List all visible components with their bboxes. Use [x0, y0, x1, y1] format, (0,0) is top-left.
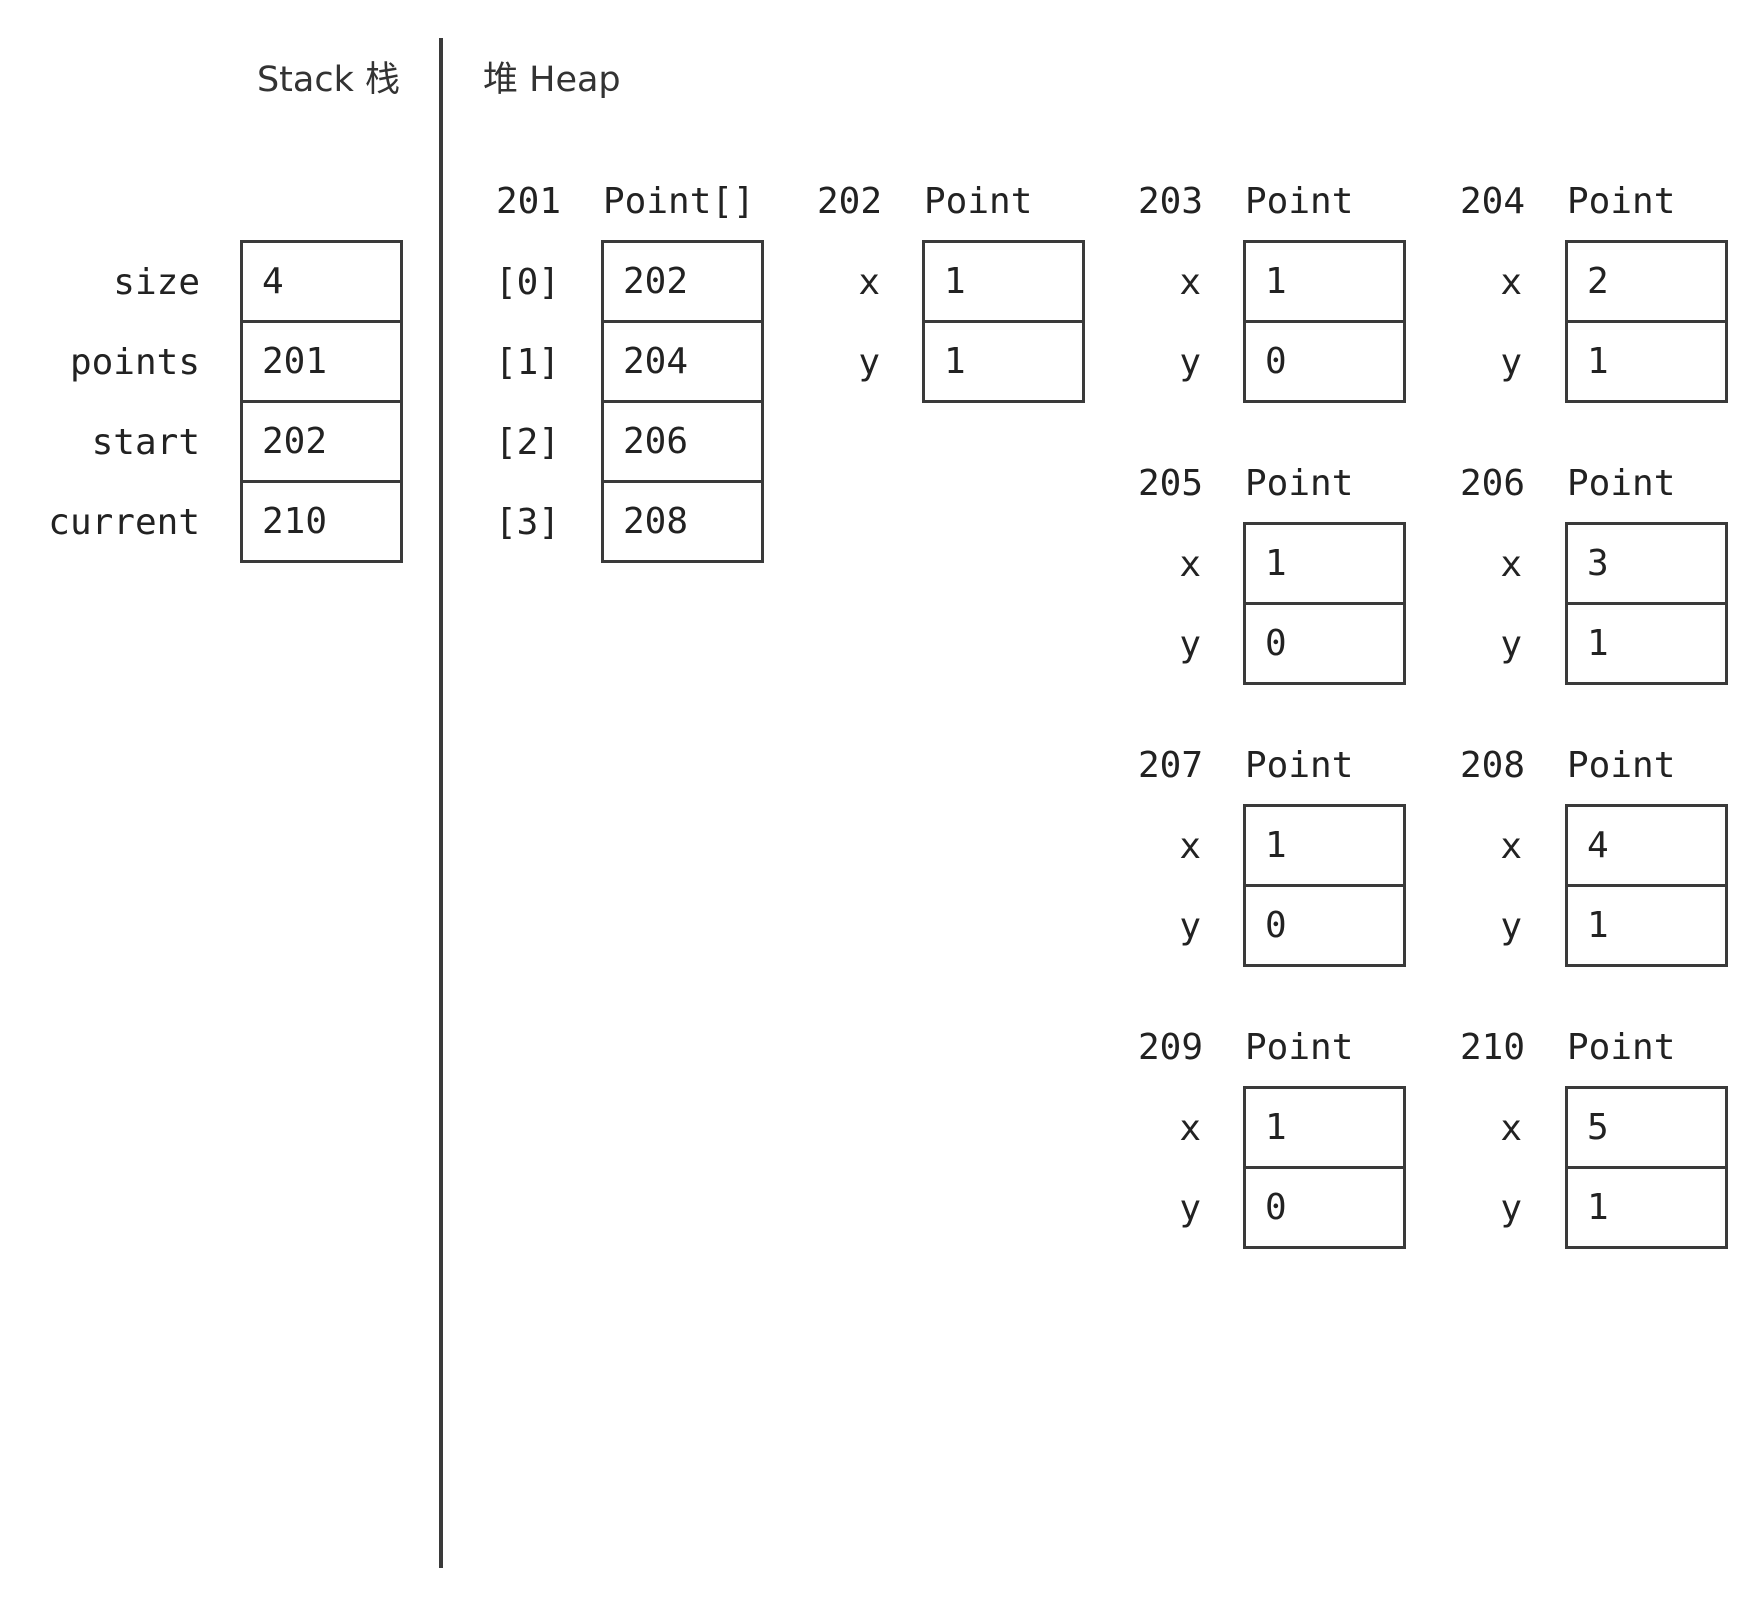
stack-var-value-start: 202	[240, 400, 403, 483]
field-value-x: 5	[1565, 1086, 1728, 1169]
field-label-y: y	[1500, 342, 1522, 383]
point-address: 202	[817, 181, 883, 222]
heap-heading: 堆 Heap	[483, 60, 621, 100]
stack-var-value-size: 4	[240, 240, 403, 323]
field-value-y: 0	[1243, 884, 1406, 967]
array-type: Point[]	[603, 181, 755, 222]
field-label-y: y	[1179, 342, 1201, 383]
field-value-x: 1	[922, 240, 1085, 323]
field-value-y: 1	[922, 320, 1085, 403]
field-value-y: 0	[1243, 1166, 1406, 1249]
point-type: Point	[924, 181, 1033, 222]
stack-var-name-size: size	[113, 262, 200, 303]
field-value-y: 0	[1243, 602, 1406, 685]
field-value-y: 1	[1565, 1166, 1728, 1249]
field-value-x: 1	[1243, 240, 1406, 323]
field-value-y: 1	[1565, 602, 1728, 685]
field-label-y: y	[858, 342, 880, 383]
field-value-x: 4	[1565, 804, 1728, 887]
field-label-x: x	[858, 262, 880, 303]
stack-var-name-start: start	[91, 422, 200, 463]
point-address: 205	[1138, 463, 1204, 504]
field-label-x: x	[1179, 544, 1201, 585]
point-address: 203	[1138, 181, 1204, 222]
stack-var-name-points: points	[69, 342, 200, 383]
point-address: 208	[1460, 745, 1526, 786]
field-label-y: y	[1179, 624, 1201, 665]
array-cell-2: 206	[601, 400, 764, 483]
field-value-x: 1	[1243, 1086, 1406, 1169]
point-type: Point	[1245, 1027, 1354, 1068]
point-type: Point	[1567, 745, 1676, 786]
point-type: Point	[1245, 463, 1354, 504]
field-label-x: x	[1179, 826, 1201, 867]
array-index-1: [1]	[494, 342, 560, 383]
field-label-x: x	[1500, 826, 1522, 867]
field-label-x: x	[1500, 1108, 1522, 1149]
field-value-x: 1	[1243, 804, 1406, 887]
array-address: 201	[496, 181, 562, 222]
point-type: Point	[1567, 1027, 1676, 1068]
field-label-x: x	[1500, 262, 1522, 303]
array-index-2: [2]	[494, 422, 560, 463]
point-type: Point	[1567, 181, 1676, 222]
point-address: 209	[1138, 1027, 1204, 1068]
field-label-y: y	[1179, 1188, 1201, 1229]
array-cell-1: 204	[601, 320, 764, 403]
field-label-x: x	[1179, 262, 1201, 303]
point-address: 206	[1460, 463, 1526, 504]
array-index-0: [0]	[494, 262, 560, 303]
stack-var-value-points: 201	[240, 320, 403, 403]
field-label-y: y	[1500, 906, 1522, 947]
field-value-x: 3	[1565, 522, 1728, 605]
stack-var-name-current: current	[48, 502, 200, 543]
field-label-x: x	[1179, 1108, 1201, 1149]
point-address: 207	[1138, 745, 1204, 786]
point-type: Point	[1567, 463, 1676, 504]
point-address: 210	[1460, 1027, 1526, 1068]
field-label-y: y	[1179, 906, 1201, 947]
field-label-y: y	[1500, 1188, 1522, 1229]
field-value-y: 1	[1565, 884, 1728, 967]
field-label-y: y	[1500, 624, 1522, 665]
field-value-x: 2	[1565, 240, 1728, 323]
field-value-y: 0	[1243, 320, 1406, 403]
point-type: Point	[1245, 181, 1354, 222]
array-index-3: [3]	[494, 502, 560, 543]
point-address: 204	[1460, 181, 1526, 222]
array-cell-3: 208	[601, 480, 764, 563]
field-value-y: 1	[1565, 320, 1728, 403]
stack-heap-divider	[439, 38, 443, 1568]
array-cell-0: 202	[601, 240, 764, 323]
stack-var-value-current: 210	[240, 480, 403, 563]
field-label-x: x	[1500, 544, 1522, 585]
stack-heading: Stack 栈	[256, 60, 400, 100]
field-value-x: 1	[1243, 522, 1406, 605]
point-type: Point	[1245, 745, 1354, 786]
